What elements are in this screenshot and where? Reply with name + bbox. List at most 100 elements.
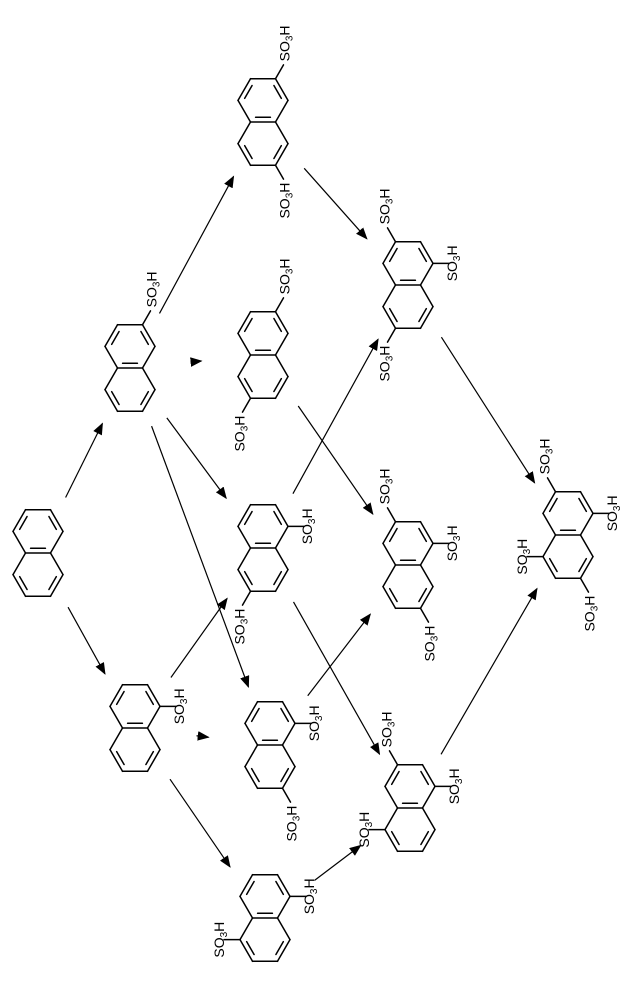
sulfonic-acid-label: SO3H	[444, 525, 463, 561]
substituent-subscript: 3	[364, 821, 375, 827]
bond	[12, 530, 27, 554]
substituent-tail: H	[283, 806, 299, 816]
bond	[382, 564, 397, 588]
substituent-subscript: 3	[384, 355, 395, 361]
bond	[274, 77, 289, 102]
sulfonic-acid-label: SO3H	[444, 245, 463, 281]
substituent-base: SO	[446, 784, 462, 804]
reaction-arrow	[158, 175, 235, 314]
double-bond	[140, 390, 150, 406]
bond	[237, 310, 252, 335]
bond	[244, 765, 259, 790]
bond	[421, 763, 436, 788]
substituent-base: SO	[283, 821, 299, 841]
substituent-bond	[386, 327, 397, 343]
bond	[237, 503, 252, 528]
reaction-arrow	[440, 587, 538, 755]
bond	[237, 99, 252, 123]
bond	[274, 568, 289, 593]
bond	[274, 121, 289, 145]
double-bond	[390, 770, 400, 786]
substituent-base: SO	[231, 431, 247, 451]
bond	[109, 727, 124, 751]
bond	[384, 807, 399, 831]
double-bond	[48, 515, 58, 531]
double-bond	[388, 247, 398, 263]
substituent-subscript: 3	[544, 448, 555, 454]
bond	[146, 705, 161, 729]
substituent-subscript: 3	[452, 535, 463, 541]
substituent-bond	[281, 787, 292, 803]
bond	[421, 785, 436, 809]
reaction-arrow	[166, 417, 227, 500]
reaction-arrow	[314, 844, 362, 882]
substituent-tail: H	[444, 245, 460, 255]
bond	[419, 542, 434, 566]
bond	[419, 585, 434, 610]
double-bond	[273, 570, 283, 586]
bond	[274, 547, 289, 571]
sulfonic-acid-label: SO3H	[306, 705, 325, 741]
reaction-arrow	[440, 336, 536, 484]
substituent-subscript: 3	[522, 548, 533, 554]
substituent-bond	[546, 477, 557, 493]
sulfonic-acid-label: SO3H	[283, 806, 302, 842]
sulfonic-acid-label: SO3H	[356, 812, 375, 848]
bond	[49, 508, 64, 533]
bond	[276, 938, 291, 963]
double-bond	[273, 317, 283, 333]
bond	[384, 828, 399, 853]
bond	[12, 508, 27, 533]
substituent-bond	[419, 607, 430, 623]
substituent-bond	[274, 64, 285, 80]
substituent-tail: H	[276, 183, 292, 193]
double-bond	[390, 830, 400, 846]
substituent-base: SO	[376, 361, 392, 381]
bond	[237, 525, 252, 549]
sulfonic-acid-label: SO3H	[276, 183, 295, 219]
bond	[104, 323, 119, 348]
sulfonic-acid-label: SO3H	[376, 468, 395, 504]
bond	[382, 542, 397, 566]
sulfonic-acid-label: SO3H	[231, 416, 250, 452]
bond	[141, 323, 156, 348]
sulfonic-acid-label: SO3H	[171, 688, 190, 724]
bond	[281, 765, 296, 790]
substituent-subscript: 3	[291, 815, 302, 821]
bond	[542, 512, 557, 536]
double-bond	[273, 84, 283, 100]
bond	[104, 367, 119, 391]
bond	[274, 503, 289, 528]
bond	[49, 530, 64, 554]
double-bond	[548, 557, 558, 573]
sulfonic-acid-label: SO3H	[376, 188, 395, 224]
bond	[274, 310, 289, 335]
bond	[237, 142, 252, 167]
bond	[382, 305, 397, 330]
bond	[237, 121, 252, 145]
double-bond	[243, 570, 253, 586]
double-bond	[243, 377, 253, 393]
bond	[542, 534, 557, 558]
bond	[382, 262, 397, 286]
sulfonic-acid-label: SO3H	[446, 768, 465, 804]
double-bond	[578, 497, 588, 513]
reaction-arrow	[303, 167, 368, 240]
substituent-tail: H	[604, 495, 620, 505]
double-bond	[388, 527, 398, 543]
double-bond	[275, 940, 285, 956]
substituent-tail: H	[301, 878, 317, 888]
bond	[12, 552, 27, 576]
bond	[281, 700, 296, 725]
substituent-subscript: 3	[307, 518, 318, 524]
substituent-base: SO	[514, 554, 530, 574]
substituent-tail: H	[514, 539, 530, 549]
bond	[419, 262, 434, 286]
bond	[49, 552, 64, 576]
reaction-arrow	[169, 778, 231, 868]
double-bond	[18, 515, 28, 531]
